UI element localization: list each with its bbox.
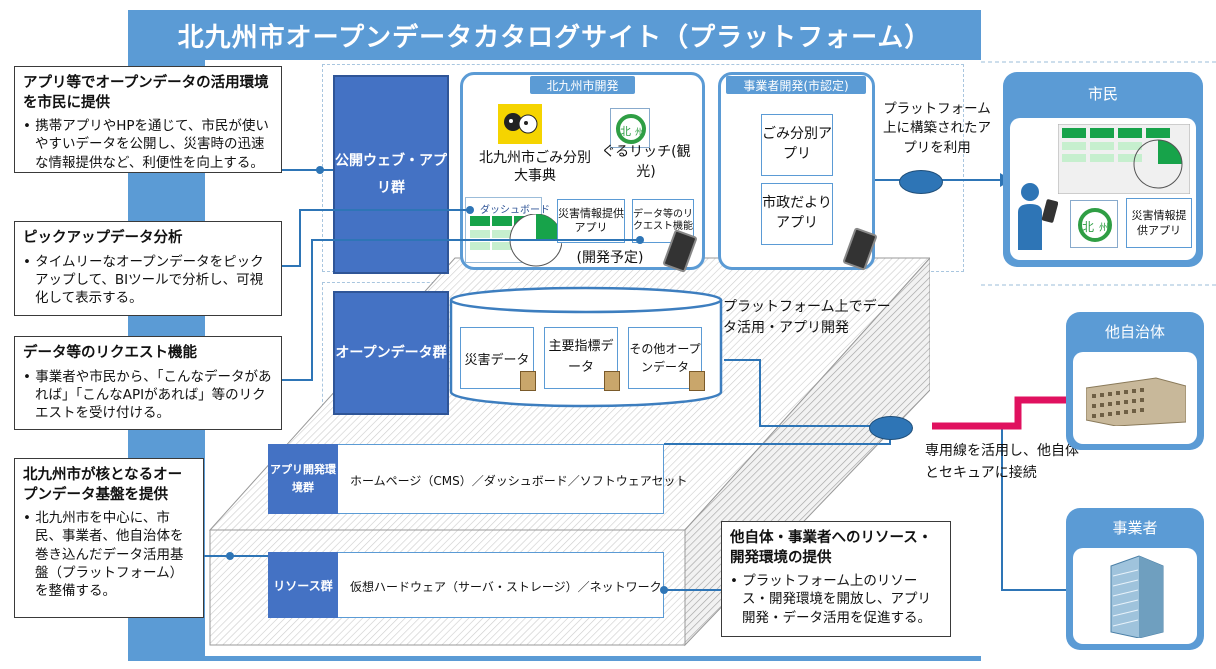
note-platform-apps: プラットフォーム上に構築されたアプリを利用 [883,100,991,156]
callout-body: • タイムリーなオープンデータをピックアップして、BIツールで分析し、可視化して… [23,253,264,306]
resource-label: リソース群 [268,552,338,618]
callout-resource-provision: 他自体・事業者へのリソース・開発環境の提供 • プラットフォーム上のリソース・開… [721,521,951,637]
shisei-app-box: 市政だよりアプリ [761,183,833,245]
document-icon [520,371,536,391]
callout-heading: アプリ等でオープンデータの活用環境を市民に提供 [23,75,269,111]
gomi-mascot-image [498,104,542,144]
document-icon [604,371,620,391]
gururich-label: ぐるリッチ(観光) [601,144,691,180]
office-building-image [1110,555,1164,638]
router-icon [869,416,913,440]
dashboard-label: ダッシュボード [480,205,550,216]
dashboard-chart [470,214,562,267]
resource-desc: 仮想ハードウェア（サーバ・ストレージ）／ネットワーク [350,580,662,594]
callout-body: • 事業者や市民から、「こんなデータがあれば」「こんなAPIがあれば」等のリクエ… [23,368,272,421]
callout-app-usage: アプリ等でオープンデータの活用環境を市民に提供 • 携帯アプリやHPを通じて、市… [14,66,282,173]
note-platform-data: プラットフォーム上でデータ活用・アプリ開発 [723,299,891,336]
biz-dev-label: 事業者開発(市認定) [726,76,866,94]
callout-heading: 他自体・事業者へのリソース・開発環境の提供 [730,530,933,566]
gomi-app-label: 北九州市ごみ分別大事典 [479,149,591,184]
callout-request-function: データ等のリクエスト機能 • 事業者や市民から、「こんなデータがあれば」「こんな… [14,336,282,430]
callout-pickup-analysis: ピックアップデータ分析 • タイムリーなオープンデータをピックアップして、BIツ… [14,221,282,316]
router-icon [899,170,943,194]
callout-body: • プラットフォーム上のリソース・開発環境を開放し、アプリ開発・データ活用を促進… [730,573,931,626]
svg-text:北: 北 [620,125,631,138]
gururich-logo-image: 北州 [610,108,650,148]
callout-heading: 北九州市が核となるオープンデータ基盤を提供 [23,467,183,503]
person-icon [1018,183,1058,250]
note-dedicated-line: 専用線を活用し、他自体とセキュアに接続 [925,443,1079,482]
callout-body: • 北九州市を中心に、市民、事業者、他自治体を巻き込んだデータ活用基盤（プラット… [23,510,184,599]
government-building-image [1086,377,1186,426]
callout-body: • 携帯アプリやHPを通じて、市民が使いやすいデータを公開し、災害時の迅速な情報… [23,118,269,171]
open-data-group: オープンデータ群 [333,291,449,415]
svg-text:州: 州 [1099,222,1109,234]
callout-heading: ピックアップデータ分析 [23,230,183,246]
document-icon [689,371,705,391]
svg-text:北: 北 [1082,220,1094,234]
planned-label: (開発予定) [576,250,644,266]
citizen-dashboard-image [1058,124,1190,194]
gomi-bunbetsu-app-box: ごみ分別アプリ [761,114,833,176]
disaster-app-box: 災害情報提供アプリ [557,199,625,243]
page-title: 北九州市オープンデータカタログサイト（プラットフォーム） [177,22,932,53]
app-dev-env-label: アプリ開発環境群 [268,444,338,514]
web-apps-group: 公開ウェブ・アプリ群 [333,75,449,274]
callout-platform-foundation: 北九州市が核となるオープンデータ基盤を提供 • 北九州市を中心に、市民、事業者、… [14,458,204,618]
citizen-disaster-app-box: 災害情報提供アプリ [1126,198,1192,248]
callout-heading: データ等のリクエスト機能 [23,345,197,361]
city-dev-label: 北九州市開発 [530,76,635,94]
app-dev-env-desc: ホームページ（CMS）／ダッシュボード／ソフトウェアセット [350,474,688,488]
svg-text:州: 州 [635,127,644,138]
gururich-logo-image: 北州 [1070,200,1118,248]
